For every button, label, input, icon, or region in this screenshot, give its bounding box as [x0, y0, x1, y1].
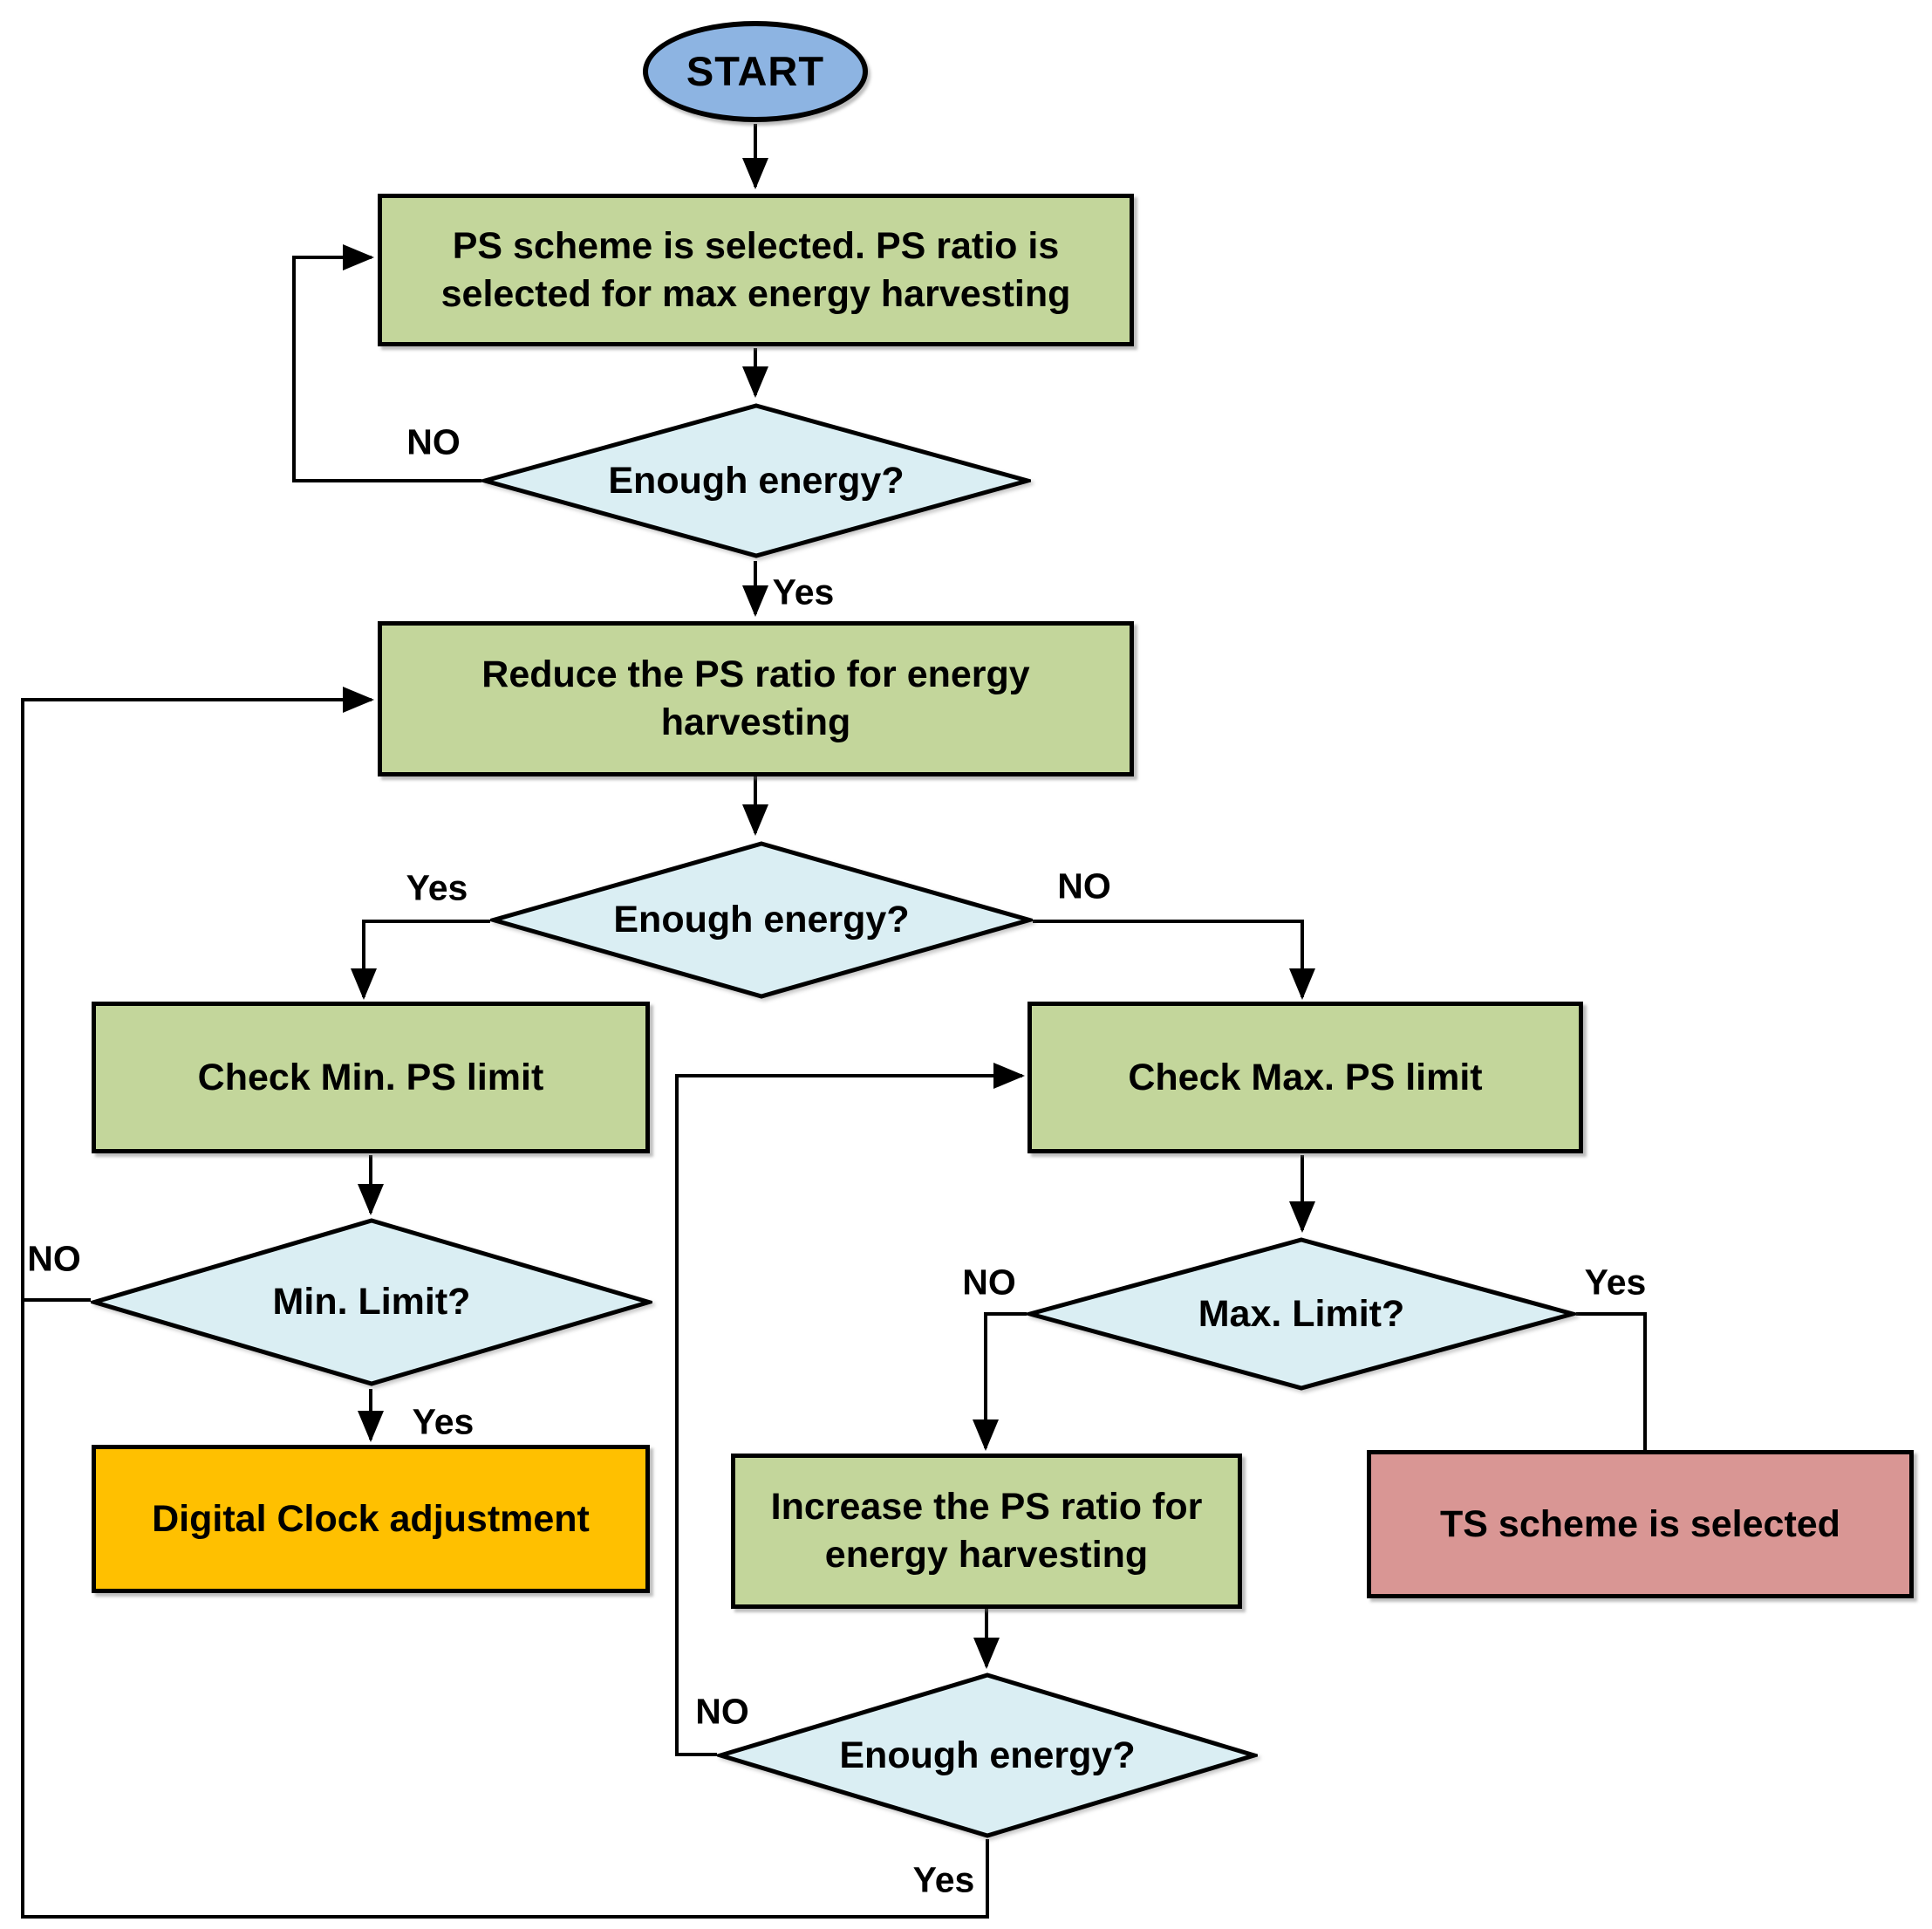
edge-label-yes-3: Yes [412, 1401, 474, 1442]
start-label: START [686, 48, 825, 95]
decision-enough-energy-2-label: Enough energy? [613, 899, 910, 941]
edge-label-no-1: NO [406, 421, 461, 462]
process-ts-scheme-label: TS scheme is selected [1440, 1502, 1840, 1545]
diamond-shape [490, 841, 1033, 999]
diamond-shape [481, 403, 1031, 558]
diamond-shape [1027, 1237, 1576, 1391]
process-select-ps-label: PS scheme is selected. PS ratio is selec… [440, 224, 1071, 315]
decision-max-limit-label: Max. Limit? [1198, 1292, 1405, 1335]
edge-enough1-no-loop [292, 244, 481, 482]
decision-enough-energy-2: Enough energy? [490, 840, 1033, 1000]
process-increase-ps: Increase the PS ratio for energy harvest… [731, 1454, 1242, 1609]
decision-max-limit: Max. Limit? [1027, 1236, 1576, 1392]
edge-label-no-2: NO [1057, 865, 1111, 906]
edge-enough2-no-to-check-max [1033, 920, 1315, 1000]
process-digital-clock-label: Digital Clock adjustment [152, 1497, 590, 1540]
decision-enough-energy-1-label: Enough energy? [608, 459, 905, 502]
process-check-min: Check Min. PS limit [92, 1002, 650, 1153]
process-select-ps: PS scheme is selected. PS ratio is selec… [378, 194, 1134, 346]
edge-label-yes-5: Yes [912, 1859, 975, 1900]
process-reduce-ps: Reduce the PS ratio for energy harvestin… [378, 621, 1134, 776]
diamond-shape [91, 1218, 652, 1386]
edge-max-limit-no-to-increase [973, 1312, 1027, 1451]
decision-enough-energy-3-label: Enough energy? [839, 1734, 1136, 1776]
process-check-max: Check Max. PS limit [1027, 1002, 1583, 1153]
process-check-max-label: Check Max. PS limit [1128, 1056, 1483, 1098]
edge-enough3-yes-return-to-reduce [21, 687, 989, 1919]
process-check-min-label: Check Min. PS limit [197, 1056, 544, 1098]
edge-label-yes-4: Yes [1584, 1262, 1647, 1303]
edge-enough2-yes-to-check-min [351, 920, 490, 1000]
process-reduce-ps-label: Reduce the PS ratio for energy harvestin… [481, 653, 1030, 743]
decision-enough-energy-1: Enough energy? [481, 402, 1031, 559]
decision-enough-energy-3: Enough energy? [717, 1672, 1258, 1839]
edge-enough3-no-to-check-max [675, 1063, 1025, 1756]
decision-min-limit: Min. Limit? [91, 1217, 652, 1387]
edge-label-yes-2: Yes [406, 867, 468, 908]
process-digital-clock: Digital Clock adjustment [92, 1445, 650, 1593]
edge-label-no-4: NO [962, 1262, 1016, 1303]
diamond-shape [717, 1672, 1258, 1838]
start-node: START [643, 21, 868, 122]
edge-label-yes-1: Yes [772, 571, 835, 612]
process-increase-ps-label: Increase the PS ratio for energy harvest… [770, 1486, 1203, 1576]
process-ts-scheme: TS scheme is selected [1367, 1450, 1914, 1598]
edge-label-no-3: NO [27, 1238, 81, 1279]
edge-label-no-5: NO [695, 1691, 749, 1732]
edge-max-limit-yes-to-ts [1576, 1312, 1647, 1450]
decision-min-limit-label: Min. Limit? [272, 1281, 471, 1324]
